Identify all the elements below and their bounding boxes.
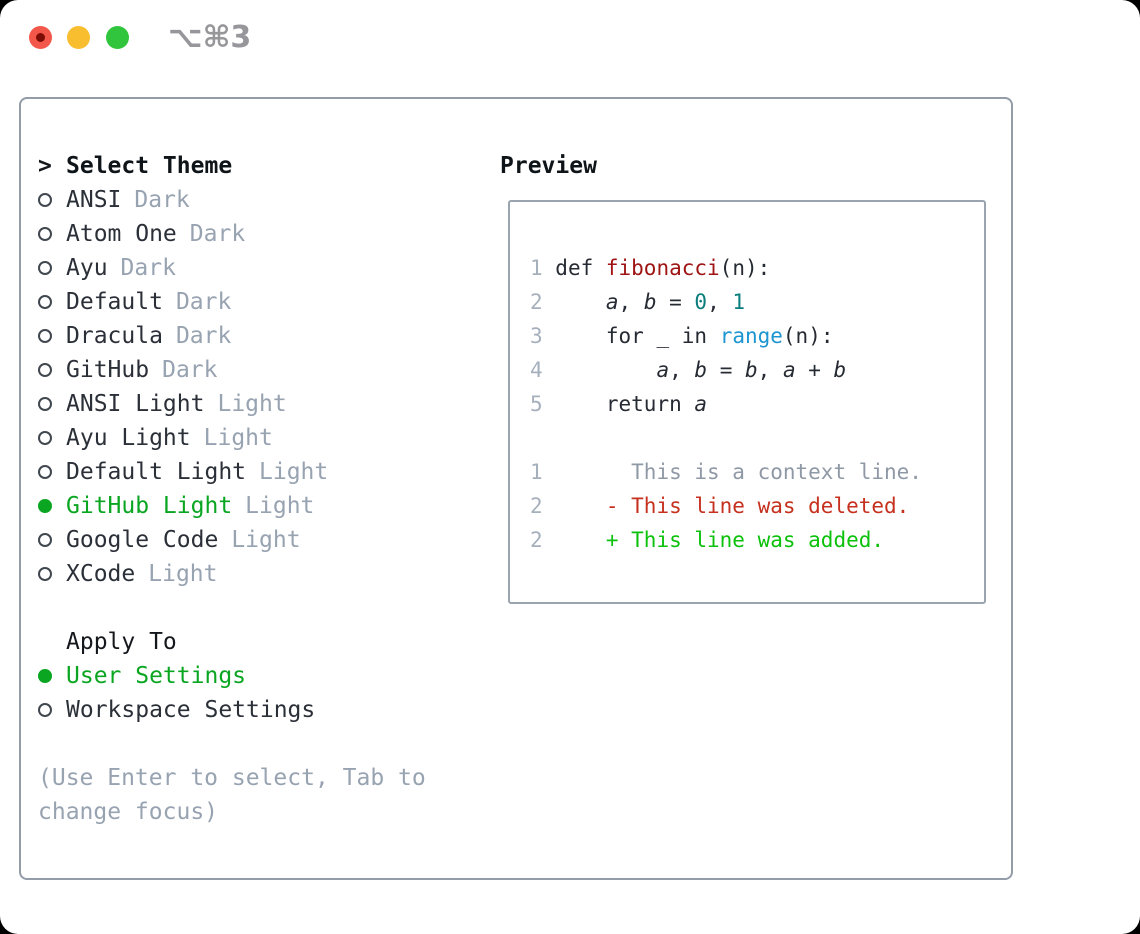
theme-column: > Select Theme ANSI Dark Atom One Dark A… bbox=[38, 149, 478, 829]
code-line: 1 def fibonacci(n): bbox=[530, 256, 771, 280]
radio-icon bbox=[38, 567, 52, 581]
theme-option[interactable]: Atom One Dark bbox=[38, 217, 478, 251]
theme-selector-panel: > Select Theme ANSI Dark Atom One Dark A… bbox=[19, 97, 1013, 880]
theme-name: GitHub Light bbox=[66, 493, 233, 519]
theme-option[interactable]: ANSI Light Light bbox=[38, 387, 478, 421]
theme-variant-badge: Dark bbox=[134, 187, 190, 213]
radio-icon bbox=[38, 533, 52, 547]
theme-variant-badge: Light bbox=[231, 527, 301, 553]
theme-option[interactable]: GitHub Light Light bbox=[38, 489, 478, 523]
radio-icon bbox=[38, 363, 52, 377]
code-line: 2 a, b = 0, 1 bbox=[530, 290, 746, 314]
apply-to-list: User Settings Workspace Settings bbox=[38, 659, 478, 727]
close-button-icon[interactable] bbox=[29, 26, 52, 49]
code-line: 2 + This line was added. bbox=[530, 528, 885, 552]
code-line: 5 return a bbox=[530, 392, 708, 416]
window-shortcut-label: ⌥⌘3 bbox=[168, 20, 252, 55]
theme-variant-badge: Dark bbox=[120, 255, 176, 281]
theme-option[interactable]: Ayu Light Light bbox=[38, 421, 478, 455]
theme-option[interactable]: Default Dark bbox=[38, 285, 478, 319]
code-line: 3 for _ in range(n): bbox=[530, 324, 834, 348]
theme-option[interactable]: Default Light Light bbox=[38, 455, 478, 489]
theme-variant-badge: Light bbox=[203, 425, 273, 451]
code-line: 2 - This line was deleted. bbox=[530, 494, 910, 518]
prompt-cursor-icon: > bbox=[38, 153, 52, 179]
theme-list: ANSI Dark Atom One Dark Ayu Dark Default… bbox=[38, 183, 478, 591]
theme-option[interactable]: ANSI Dark bbox=[38, 183, 478, 217]
keyboard-hint-text: (Use Enter to select, Tab to change focu… bbox=[38, 765, 426, 825]
theme-name: ANSI bbox=[66, 187, 122, 213]
theme-variant-badge: Light bbox=[148, 561, 218, 587]
radio-icon bbox=[38, 295, 52, 309]
apply-to-header: Apply To bbox=[38, 625, 478, 659]
close-dot-icon bbox=[36, 33, 45, 42]
apply-option-name: User Settings bbox=[66, 663, 247, 689]
theme-name: Default Light bbox=[66, 459, 247, 485]
radio-icon bbox=[38, 703, 52, 717]
preview-title: Preview bbox=[500, 153, 597, 179]
theme-name: Google Code bbox=[66, 527, 219, 553]
maximize-button-icon[interactable] bbox=[106, 26, 129, 49]
radio-icon bbox=[38, 431, 52, 445]
theme-option[interactable]: GitHub Dark bbox=[38, 353, 478, 387]
theme-name: Default bbox=[66, 289, 163, 315]
theme-name: XCode bbox=[66, 561, 136, 587]
theme-variant-badge: Light bbox=[217, 391, 287, 417]
theme-variant-badge: Dark bbox=[189, 221, 246, 247]
apply-option[interactable]: Workspace Settings bbox=[38, 693, 478, 727]
theme-variant-badge: Dark bbox=[162, 357, 218, 383]
minimize-button-icon[interactable] bbox=[67, 26, 90, 49]
theme-variant-badge: Dark bbox=[175, 323, 232, 349]
radio-icon bbox=[38, 193, 52, 207]
apply-to-title: Apply To bbox=[66, 629, 177, 655]
theme-name: Atom One bbox=[66, 221, 177, 247]
radio-icon bbox=[38, 227, 52, 241]
theme-name: Dracula bbox=[66, 323, 163, 349]
theme-option[interactable]: XCode Light bbox=[38, 557, 478, 591]
theme-variant-badge: Light bbox=[259, 459, 329, 485]
theme-option[interactable]: Ayu Dark bbox=[38, 251, 478, 285]
code-line: 4 a, b = b, a + b bbox=[530, 358, 847, 382]
theme-name: GitHub bbox=[66, 357, 150, 383]
theme-option[interactable]: Dracula Dark bbox=[38, 319, 478, 353]
select-theme-title: Select Theme bbox=[66, 153, 233, 179]
radio-icon bbox=[38, 261, 52, 275]
theme-variant-badge: Dark bbox=[175, 289, 232, 315]
theme-option[interactable]: Google Code Light bbox=[38, 523, 478, 557]
radio-icon bbox=[38, 397, 52, 411]
theme-name: ANSI Light bbox=[66, 391, 205, 417]
spacer bbox=[38, 591, 478, 625]
radio-icon bbox=[38, 499, 52, 513]
apply-option[interactable]: User Settings bbox=[38, 659, 478, 693]
radio-icon bbox=[38, 329, 52, 343]
theme-name: Ayu Light bbox=[66, 425, 191, 451]
select-theme-header: > Select Theme bbox=[38, 149, 478, 183]
apply-option-name: Workspace Settings bbox=[66, 697, 316, 723]
radio-icon bbox=[38, 465, 52, 479]
code-line: 1 This is a context line. bbox=[530, 460, 922, 484]
preview-column: Preview 1 def fibonacci(n): 2 a, b = 0, 1… bbox=[500, 149, 1000, 604]
theme-name: Ayu bbox=[66, 255, 108, 281]
theme-variant-badge: Light bbox=[245, 493, 315, 519]
titlebar: ⌥⌘3 bbox=[0, 0, 1140, 97]
code-preview-box: 1 def fibonacci(n): 2 a, b = 0, 1 3 for _ … bbox=[508, 200, 986, 604]
radio-icon bbox=[38, 669, 52, 683]
code-line bbox=[530, 421, 984, 455]
spacer bbox=[38, 727, 478, 761]
